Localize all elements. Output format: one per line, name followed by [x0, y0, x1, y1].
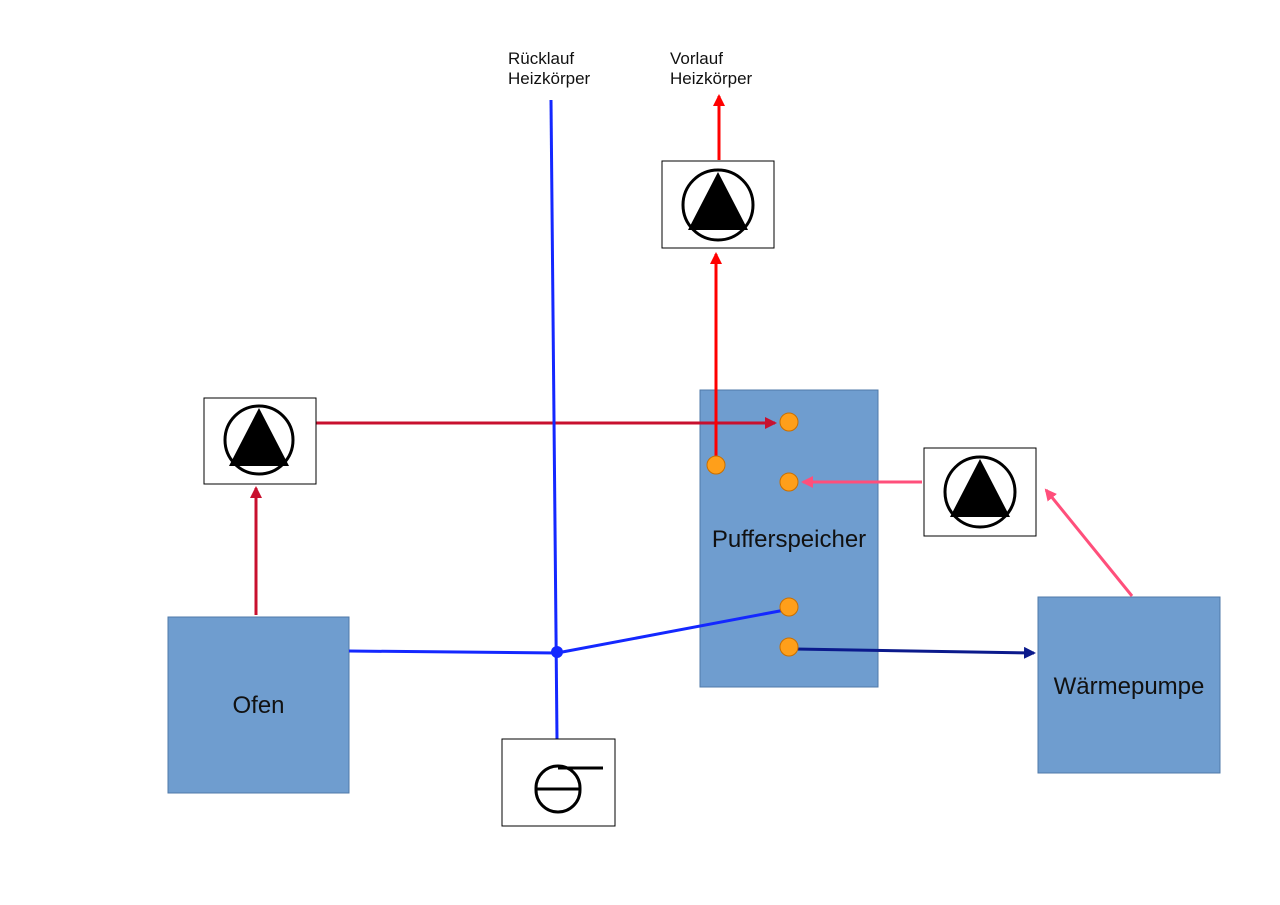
- heat-pump-label: Wärmepumpe: [1054, 673, 1205, 700]
- flow-line-label-line-2: Heizkörper: [670, 69, 753, 88]
- buffer-return-line: [556, 608, 786, 655]
- buffer-port-lower-right: [779, 597, 799, 617]
- return-line-label-line-2: Heizkörper: [508, 69, 591, 88]
- buffer-port-upper-left: [706, 455, 726, 475]
- pump-icon: [923, 447, 1037, 537]
- buffer-port-middle-right: [779, 472, 799, 492]
- oven-node: Ofen: [167, 616, 350, 794]
- return-line-label: Rücklauf Heizkörper: [508, 49, 591, 88]
- oven-return-line: [348, 649, 558, 655]
- pump-icon: [661, 160, 775, 249]
- buffer-to-heat-pump-line: [794, 646, 1036, 659]
- flow-line-label-line-1: Vorlauf: [670, 49, 723, 68]
- return-line-label-line-1: Rücklauf: [508, 49, 574, 68]
- return-main-line: [549, 99, 559, 740]
- return-junction-dot: [551, 646, 563, 658]
- expansion-vessel-icon: [501, 738, 616, 827]
- flow-line-label: Vorlauf Heizkörper: [670, 49, 753, 88]
- heat-pump-to-pump-line: [1044, 488, 1134, 597]
- oven-label: Ofen: [232, 692, 284, 719]
- pump-icon: [203, 397, 317, 485]
- buffer-port-bottom-right: [779, 637, 799, 657]
- buffer-port-upper-right: [779, 412, 799, 432]
- heat-pump-node: Wärmepumpe: [1037, 596, 1221, 774]
- buffer-tank-label: Pufferspeicher: [712, 526, 866, 553]
